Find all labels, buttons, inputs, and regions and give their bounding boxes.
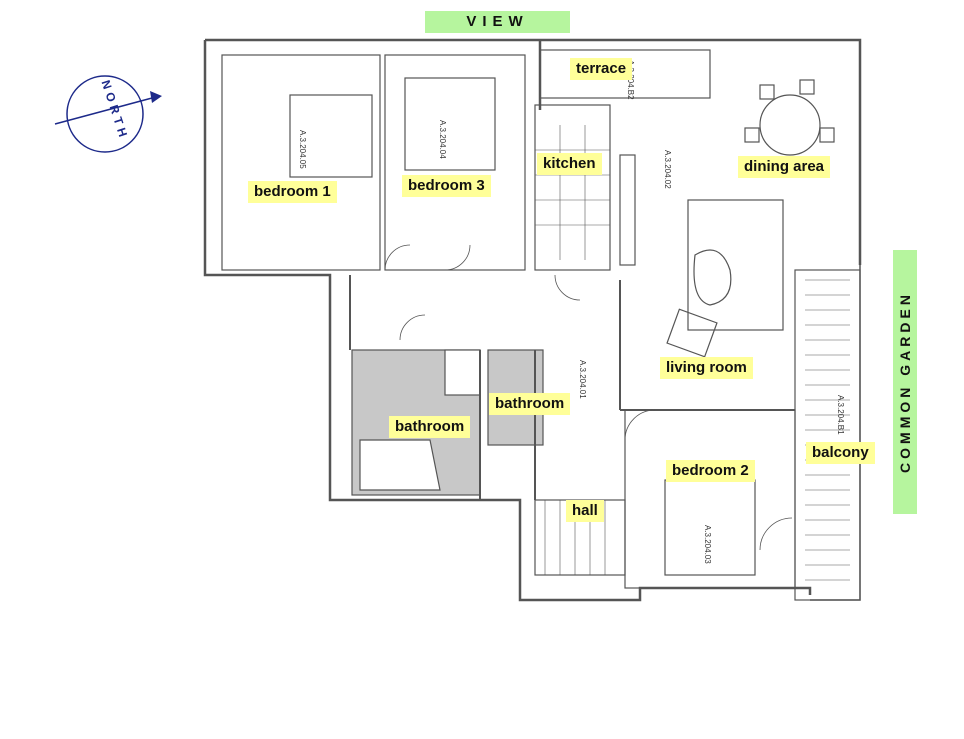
terrace-outline xyxy=(539,49,711,99)
room-label-bathroom-small: bathroom xyxy=(489,393,571,415)
door-swing xyxy=(384,244,411,271)
room-label-terrace: terrace xyxy=(570,58,633,80)
room-code-balcony: A.3.204.B1 xyxy=(836,395,845,435)
compass-circle xyxy=(66,75,144,153)
room-label-dining-area: dining area xyxy=(738,156,831,178)
door-swing xyxy=(444,244,471,271)
common-garden-banner: COMMON GARDEN xyxy=(893,250,917,514)
interior-wall xyxy=(349,275,795,500)
room-code-bedroom-1: A.3.204.05 xyxy=(298,130,307,169)
room-code-bedroom-3: A.3.204.04 xyxy=(438,120,447,159)
bedroom-1-bed xyxy=(289,94,373,178)
bedroom-1-outline xyxy=(221,54,381,271)
armchair xyxy=(666,308,718,358)
bedroom-3-bed xyxy=(404,77,496,171)
sofa xyxy=(687,199,784,331)
dining-chair xyxy=(819,127,835,143)
room-code-bedroom-2: A.3.204.03 xyxy=(703,525,712,564)
room-label-kitchen: kitchen xyxy=(537,153,602,175)
room-label-bedroom-1: bedroom 1 xyxy=(248,181,337,203)
room-code-hall: A.3.204.01 xyxy=(578,360,587,399)
bedroom-3-outline xyxy=(384,54,526,271)
hall-stair-steps xyxy=(544,500,606,575)
room-label-bedroom-3: bedroom 3 xyxy=(402,175,491,197)
bathtub xyxy=(359,439,441,491)
room-label-balcony: balcony xyxy=(806,442,875,464)
room-label-bedroom-2: bedroom 2 xyxy=(666,460,755,482)
door-swing xyxy=(624,409,656,441)
outer-wall xyxy=(203,38,862,602)
dining-chair xyxy=(759,84,775,100)
dining-chair xyxy=(799,79,815,95)
room-label-bathroom-large: bathroom xyxy=(389,416,471,438)
door-swing xyxy=(399,314,426,341)
dining-chair xyxy=(744,127,760,143)
view-banner: VIEW xyxy=(425,11,570,33)
room-label-hall: hall xyxy=(566,500,604,522)
kitchen-grid xyxy=(535,125,610,260)
room-code-terrace: A.3.204.B2 xyxy=(626,60,635,100)
door-swing xyxy=(759,517,793,551)
dining-table xyxy=(759,94,821,156)
kitchen-island xyxy=(619,154,636,266)
shower xyxy=(444,349,481,396)
compass-arrow-head xyxy=(150,91,162,103)
coffee-table xyxy=(693,249,732,306)
room-code-living: A.3.204.02 xyxy=(663,150,672,189)
compass xyxy=(54,75,162,153)
door-swing xyxy=(554,274,581,301)
room-label-living-room: living room xyxy=(660,357,753,379)
balcony-outline xyxy=(794,269,861,601)
kitchen-counter xyxy=(534,104,611,271)
compass-arrow-shaft xyxy=(54,97,153,125)
common-garden-text: COMMON GARDEN xyxy=(897,291,913,473)
